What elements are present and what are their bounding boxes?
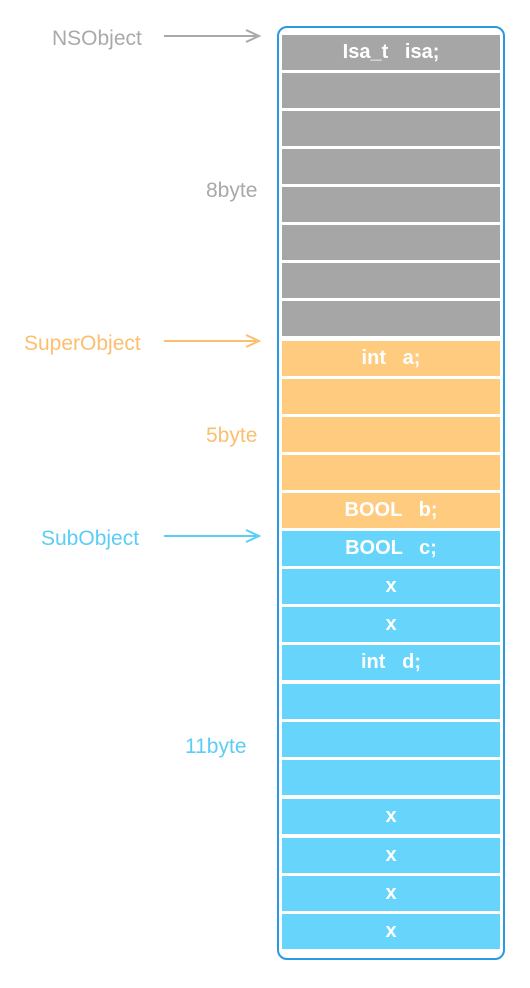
memory-cell-nsobject-1: Isa_t isa; bbox=[282, 35, 500, 70]
memory-cell-subobject-2: x bbox=[282, 569, 500, 604]
memory-layout-frame bbox=[277, 26, 505, 960]
memory-cell-superobject-4 bbox=[282, 455, 500, 490]
memory-cell-subobject-1: BOOL c; bbox=[282, 531, 500, 566]
memory-cell-subobject-9: x bbox=[282, 838, 500, 873]
memory-cell-superobject-2 bbox=[282, 379, 500, 414]
memory-cell-subobject-6 bbox=[282, 722, 500, 757]
nsobject-label: NSObject bbox=[52, 27, 142, 50]
superobject-arrow-icon bbox=[164, 334, 262, 348]
memory-cell-nsobject-3 bbox=[282, 111, 500, 146]
memory-cell-subobject-7 bbox=[282, 760, 500, 795]
memory-cell-nsobject-4 bbox=[282, 149, 500, 184]
memory-cell-subobject-8: x bbox=[282, 799, 500, 834]
memory-cell-nsobject-2 bbox=[282, 73, 500, 108]
memory-cell-subobject-5 bbox=[282, 684, 500, 719]
memory-cell-nsobject-7 bbox=[282, 263, 500, 298]
memory-cell-superobject-5: BOOL b; bbox=[282, 493, 500, 528]
subobject-arrow-icon bbox=[164, 529, 262, 543]
superobject-label: SuperObject bbox=[24, 332, 141, 355]
memory-cell-nsobject-5 bbox=[282, 187, 500, 222]
subobject-label: SubObject bbox=[41, 527, 140, 550]
superobject-size-label: 5byte bbox=[206, 424, 258, 447]
memory-cell-superobject-1: int a; bbox=[282, 341, 500, 376]
nsobject-size-label: 8byte bbox=[206, 179, 258, 202]
memory-cell-nsobject-8 bbox=[282, 301, 500, 336]
memory-cell-subobject-11: x bbox=[282, 914, 500, 949]
memory-cell-subobject-4: int d; bbox=[282, 645, 500, 680]
nsobject-arrow-icon bbox=[164, 29, 262, 43]
memory-cell-subobject-10: x bbox=[282, 876, 500, 911]
memory-cell-nsobject-6 bbox=[282, 225, 500, 260]
memory-cell-subobject-3: x bbox=[282, 607, 500, 642]
memory-cell-superobject-3 bbox=[282, 417, 500, 452]
subobject-size-label: 11byte bbox=[185, 735, 247, 758]
